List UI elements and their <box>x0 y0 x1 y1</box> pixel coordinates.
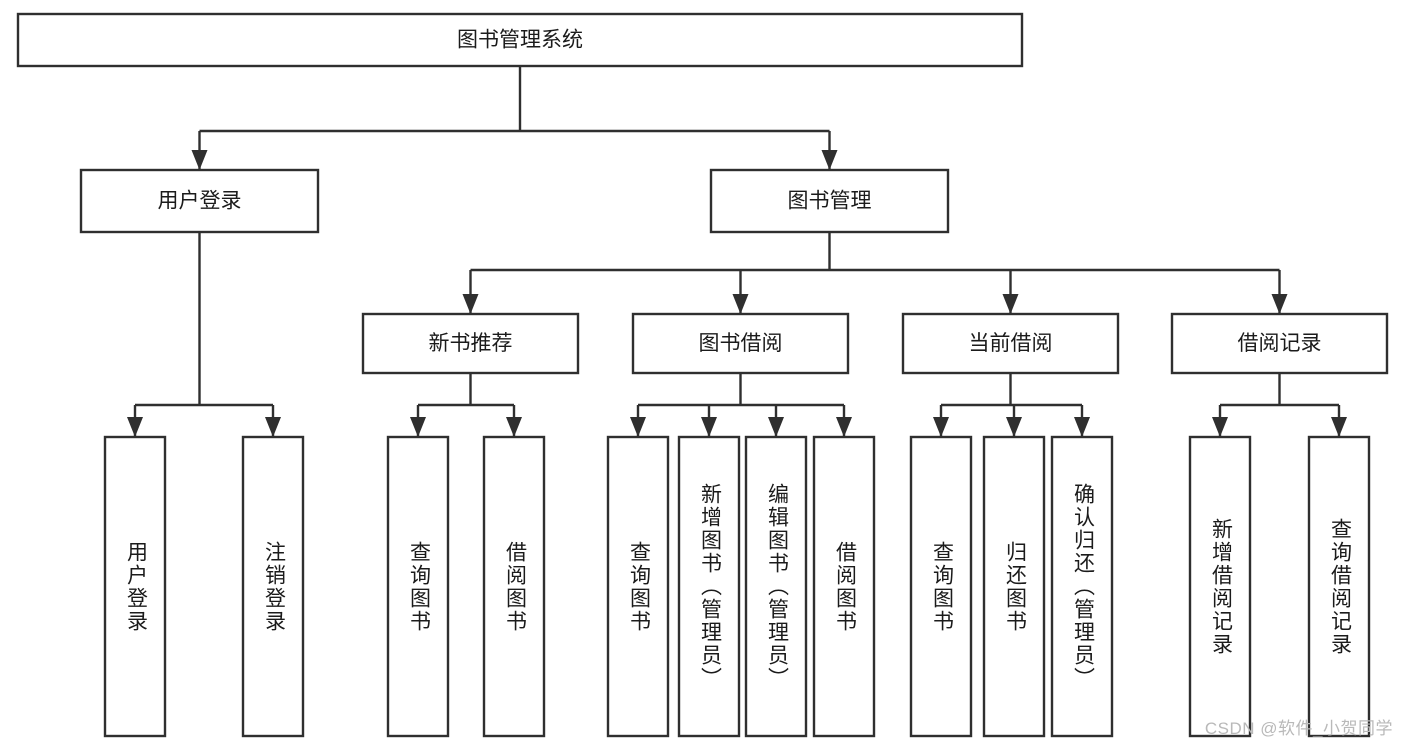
arrow-head-icon-leaf-query-record <box>1331 417 1347 437</box>
node-box-user-login <box>79 168 320 234</box>
node-box-book-borrow <box>631 312 850 375</box>
arrow-head-icon-leaf-query-book-1 <box>410 417 426 437</box>
arrow-head-icon-user-login <box>191 150 208 170</box>
node-box-leaf-query-book-3 <box>909 435 973 738</box>
node-box-leaf-borrow-book-1 <box>482 435 546 738</box>
node-label-book-borrow: 图书借阅 <box>699 332 783 355</box>
node-label-borrow-record: 借阅记录 <box>1238 332 1322 355</box>
node-box-new-book-rec <box>361 312 580 375</box>
node-box-leaf-logout <box>241 435 305 738</box>
connector-layer <box>127 66 1347 437</box>
node-box-leaf-user-login <box>103 435 167 738</box>
arrow-head-icon-leaf-borrow-book-1 <box>506 417 522 437</box>
node-label-book-manage: 图书管理 <box>788 190 872 213</box>
arrow-head-icon-leaf-confirm-return <box>1074 417 1090 437</box>
arrow-head-icon-leaf-edit-book <box>768 417 784 437</box>
node-label-user-login: 用户登录 <box>158 190 242 213</box>
node-box-root <box>16 12 1024 68</box>
node-box-leaf-edit-book <box>744 435 808 738</box>
node-box-leaf-add-book <box>677 435 741 738</box>
arrow-head-icon-leaf-query-book-3 <box>933 417 949 437</box>
node-label-root: 图书管理系统 <box>457 29 583 52</box>
node-box-leaf-return-book <box>982 435 1046 738</box>
arrow-head-icon-leaf-borrow-book-2 <box>836 417 852 437</box>
arrow-head-icon-borrow-record <box>1271 294 1288 314</box>
node-box-leaf-query-record <box>1307 435 1371 738</box>
arrow-head-icon-leaf-query-book-2 <box>630 417 646 437</box>
arrow-head-icon-book-borrow <box>732 294 749 314</box>
arrow-head-icon-leaf-user-login <box>127 417 143 437</box>
arrow-head-icon-leaf-add-book <box>701 417 717 437</box>
node-label-new-book-rec: 新书推荐 <box>429 332 513 355</box>
node-box-leaf-borrow-book-2 <box>812 435 876 738</box>
node-box-leaf-query-book-1 <box>386 435 450 738</box>
arrow-head-icon-leaf-logout <box>265 417 281 437</box>
arrow-head-icon-new-book-rec <box>462 294 479 314</box>
node-box-leaf-query-book-2 <box>606 435 670 738</box>
node-box-leaf-add-record <box>1188 435 1252 738</box>
arrow-head-icon-book-manage <box>821 150 838 170</box>
node-box-current-borrow <box>901 312 1120 375</box>
node-label-current-borrow: 当前借阅 <box>969 332 1053 355</box>
node-box-book-manage <box>709 168 950 234</box>
arrow-head-icon-current-borrow <box>1002 294 1019 314</box>
arrow-head-icon-leaf-add-record <box>1212 417 1228 437</box>
node-box-borrow-record <box>1170 312 1389 375</box>
node-box-leaf-confirm-return <box>1050 435 1114 738</box>
arrow-head-icon-leaf-return-book <box>1006 417 1022 437</box>
